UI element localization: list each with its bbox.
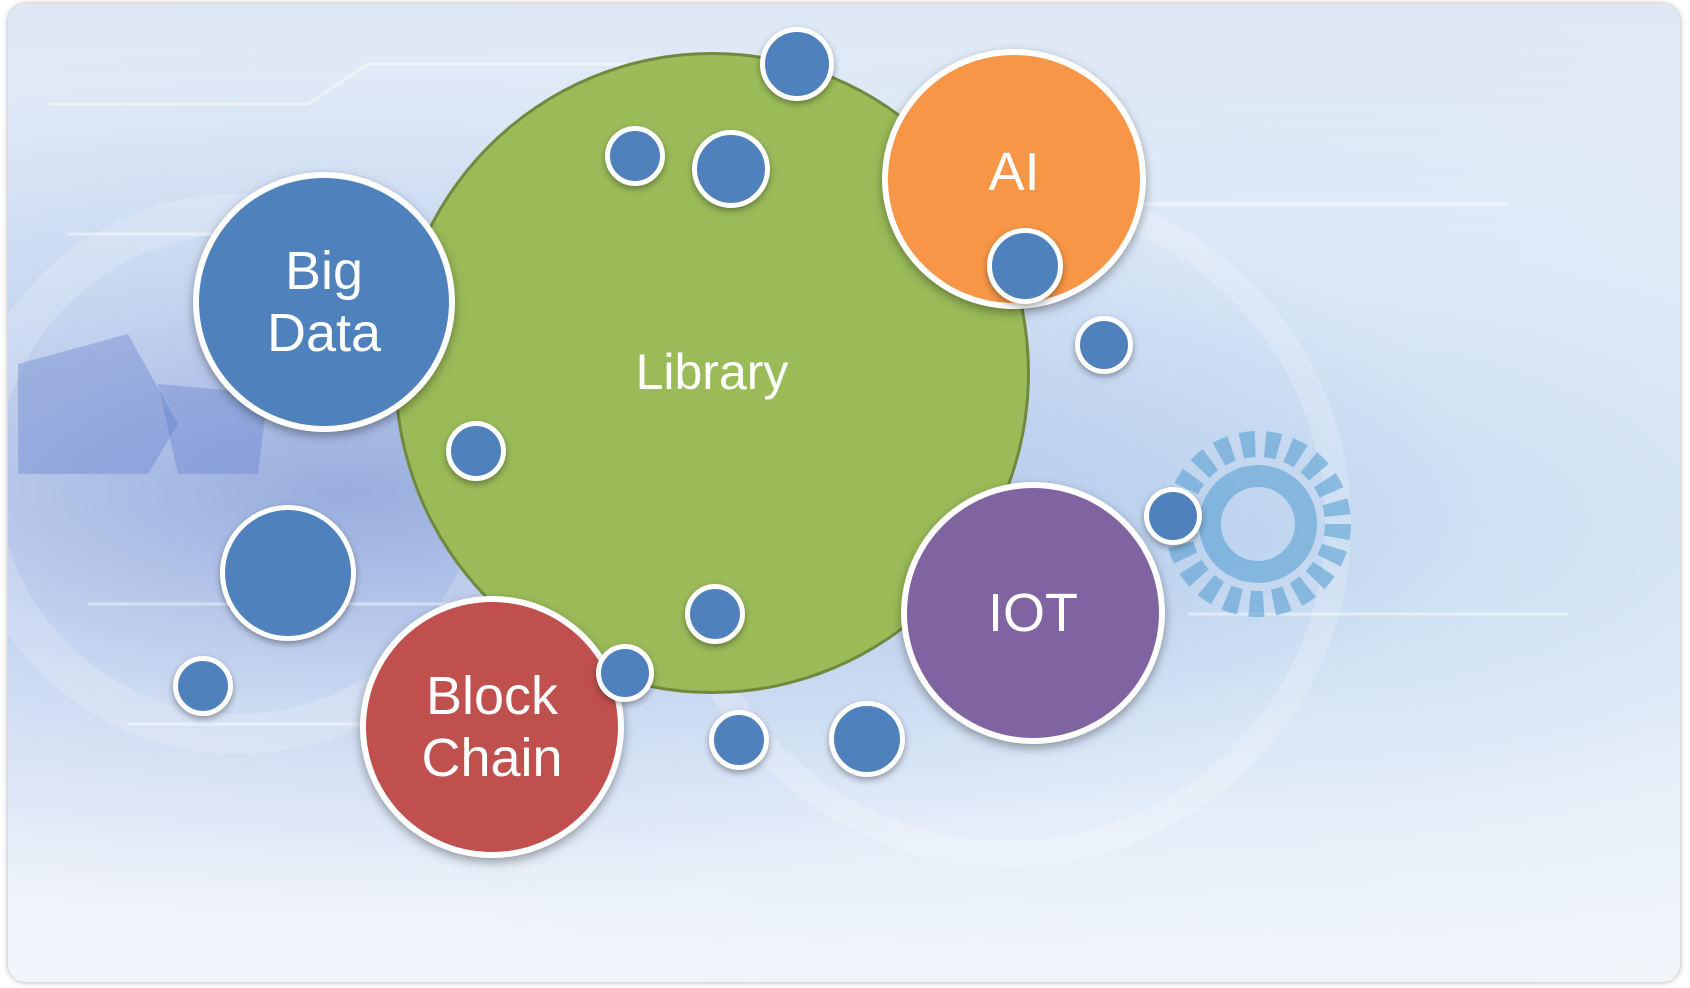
node-dot [760,27,834,101]
node-dot [829,701,905,777]
block-chain-label-line-2: Chain [421,728,563,788]
node-dot [446,421,506,481]
node-dot [605,126,665,186]
library-label: Library [635,344,789,401]
node-dot [220,505,356,641]
gear-icon [1165,431,1351,617]
node-dot [1075,316,1133,374]
iot-circle: IOT [901,482,1165,744]
node-dot [685,584,745,644]
block-chain-label-line-1: Block [425,665,559,726]
node-dot [596,644,654,702]
ai-label: AI [988,141,1040,202]
big-data-circle: Big Data [193,172,455,432]
node-dot [1144,487,1202,545]
node-dot [692,130,770,208]
node-dot [173,656,233,716]
big-data-label-line-2: Data [266,303,382,363]
big-data-label-line-1: Big [284,240,364,301]
iot-label: IOT [988,582,1078,643]
slide-frame: Library Big Data AI IOT Block Chain [8,4,1680,982]
block-chain-circle: Block Chain [360,596,624,858]
node-dot [987,228,1063,304]
node-dot [709,710,769,770]
